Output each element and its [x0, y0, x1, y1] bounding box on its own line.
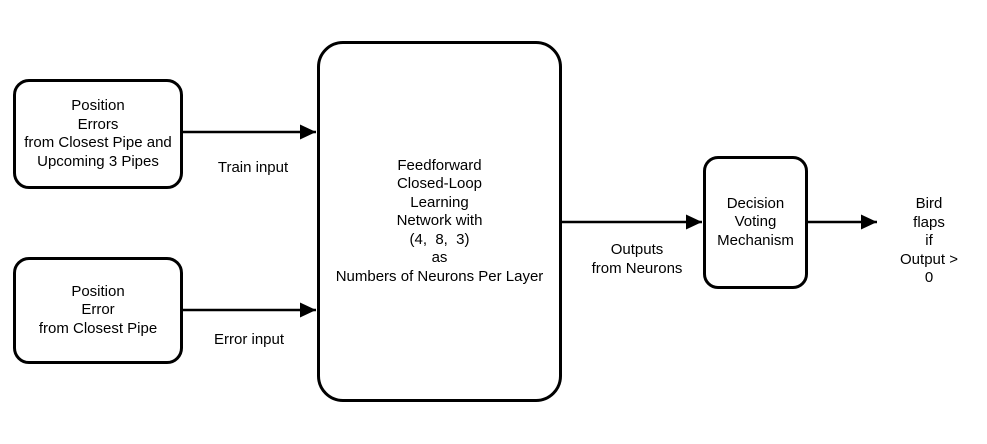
node-position-errors-label: Position Errors from Closest Pipe and Up… — [24, 97, 172, 170]
node-decision-voting: Decision Voting Mechanism — [703, 156, 808, 289]
node-position-error: Position Error from Closest Pipe — [13, 257, 183, 364]
node-decision-voting-label: Decision Voting Mechanism — [717, 194, 794, 249]
edge-label-train-input: Train input — [217, 159, 289, 176]
node-feedforward-network-label: Feedforward Closed-Loop Learning Network… — [335, 156, 544, 285]
node-position-error-label: Position Error from Closest Pipe — [38, 282, 158, 337]
text-bird-flaps-condition: Bird flaps if Output > 0 — [900, 195, 958, 286]
node-position-errors: Position Errors from Closest Pipe and Up… — [13, 79, 183, 189]
edge-label-error-input: Error input — [213, 331, 285, 348]
node-feedforward-network: Feedforward Closed-Loop Learning Network… — [317, 41, 562, 402]
edge-label-outputs-from-neurons: Outputs from Neurons — [591, 241, 683, 277]
